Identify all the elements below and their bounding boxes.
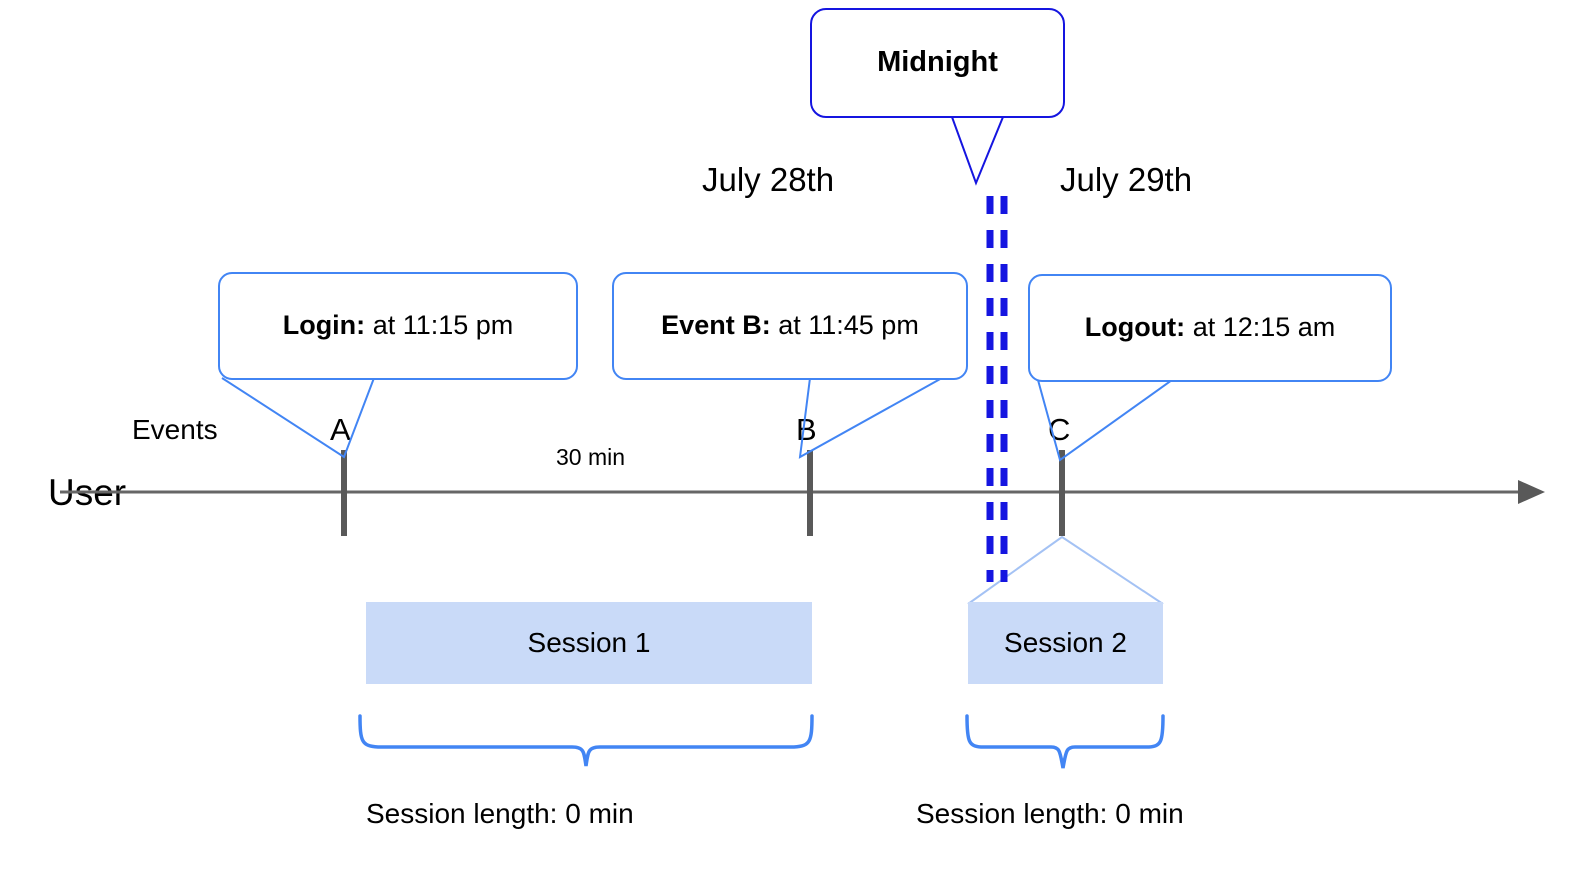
callout-login-title: Login: [282, 310, 366, 341]
brace-session-1 [358, 714, 814, 767]
callout-logout-detail: at 12:15 am [1192, 312, 1336, 343]
session-block-2[interactable]: Session 2 [968, 602, 1163, 684]
callout-event-b[interactable]: Event B: at 11:45 pm [612, 272, 968, 380]
callout-login-detail: at 11:15 pm [372, 310, 514, 341]
callout-midnight[interactable]: Midnight [810, 8, 1065, 118]
date-label-right: July 29th [1060, 161, 1193, 198]
callout-midnight-label: Midnight [877, 46, 998, 79]
callout-event-b-detail: at 11:45 pm [778, 310, 919, 341]
event-letter-a: A [330, 412, 351, 447]
callout-tail-login [221, 377, 375, 459]
brace-session-2 [965, 714, 1165, 769]
session2-funnel-lines [967, 535, 1164, 605]
duration-label-30-min: 30 min [556, 444, 626, 470]
callout-tail-midnight [951, 116, 1004, 186]
callout-login-content: Login: at 11:15 pm [282, 310, 514, 341]
callout-tail-event-b [798, 377, 943, 459]
session-2-label: Session 2 [1004, 627, 1127, 658]
callout-event-b-content: Event B: at 11:45 pm [661, 310, 919, 341]
date-label-left: July 28th [702, 161, 835, 198]
callout-logout-content: Logout: at 12:15 am [1084, 312, 1336, 343]
callout-event-logout[interactable]: Logout: at 12:15 am [1028, 274, 1392, 382]
session-1-label: Session 1 [527, 627, 651, 658]
event-letter-c: C [1048, 412, 1071, 447]
callout-event-b-title: Event B: [661, 310, 771, 341]
user-row-label: User [48, 472, 127, 513]
callout-logout-title: Logout: [1084, 312, 1186, 343]
session-1-length-label: Session length: 0 min [366, 798, 634, 829]
event-letter-b: B [796, 412, 817, 447]
callout-event-login[interactable]: Login: at 11:15 pm [218, 272, 578, 380]
session-block-1[interactable]: Session 1 [366, 602, 812, 684]
events-row-label: Events [132, 414, 218, 445]
session-2-length-label: Session length: 0 min [916, 798, 1184, 829]
